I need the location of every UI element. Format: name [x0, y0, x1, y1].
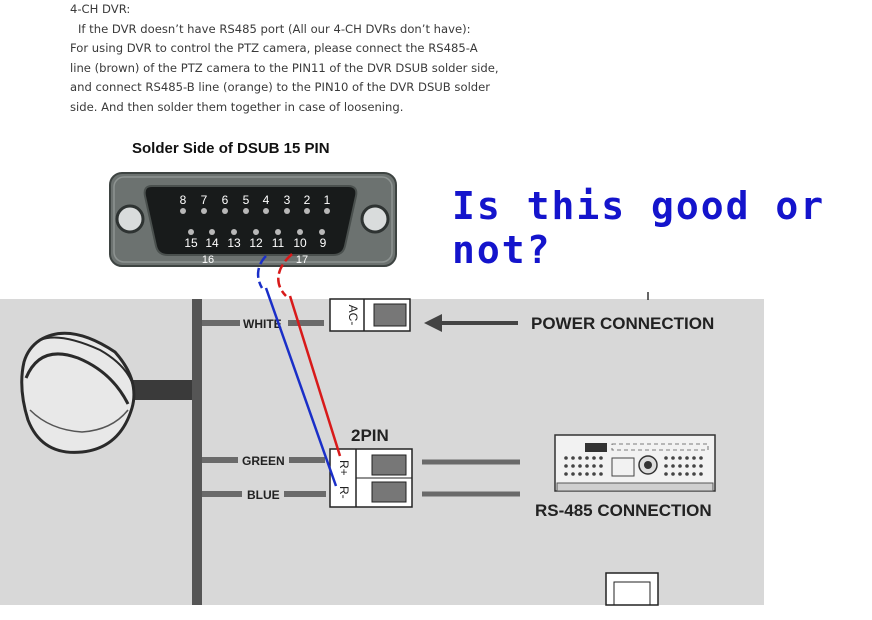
- outlet-box: [605, 572, 659, 606]
- dsub-connector: [109, 172, 397, 267]
- pin-16-label: 16: [202, 254, 214, 266]
- dsub-bottom-pin-labels: 15 14 13 12 11 10 9: [184, 236, 326, 250]
- pin-label: 8: [180, 193, 187, 207]
- pin-label: 5: [243, 193, 250, 207]
- pin-17-label: 17: [296, 254, 308, 266]
- pin: [253, 229, 259, 235]
- r-plus-label: R+: [337, 460, 351, 476]
- camera-mount-arm: [120, 380, 192, 400]
- dome-camera: [20, 331, 192, 454]
- pin-label: 1: [324, 193, 331, 207]
- pin: [304, 208, 310, 214]
- blue-wire-stub-right: [284, 491, 326, 497]
- pin: [275, 229, 281, 235]
- pin-label: 6: [222, 193, 229, 207]
- white-wire-label: WHITE: [243, 317, 282, 331]
- instruction-line-1: If the DVR doesn’t have RS485 port (All …: [78, 21, 471, 36]
- pin: [297, 229, 303, 235]
- pin-label: 12: [249, 236, 263, 250]
- green-wire-label: GREEN: [242, 454, 285, 468]
- dsub-title: Solder Side of DSUB 15 PIN: [132, 140, 330, 157]
- pin: [188, 229, 194, 235]
- power-terminal-block: AC-: [329, 298, 411, 332]
- pin: [201, 208, 207, 214]
- power-arrow: [424, 314, 518, 332]
- pin-label: 15: [184, 236, 198, 250]
- pin: [180, 208, 186, 214]
- dsub-top-pin-labels: 8 7 6 5 4 3 2 1: [180, 193, 331, 207]
- pin: [263, 208, 269, 214]
- red-wire-dashed: [277, 253, 293, 297]
- pin: [319, 229, 325, 235]
- blue-wire: [264, 287, 338, 487]
- r-minus-label: R-: [337, 486, 351, 499]
- instruction-text: 4-CH DVR: If the DVR doesn’t have RS485 …: [70, 0, 540, 118]
- pin-label: 9: [320, 236, 327, 250]
- pin-label: 11: [272, 236, 285, 250]
- white-wire-stub: [202, 320, 240, 326]
- pin: [222, 208, 228, 214]
- two-pin-terminal-block: R+ R-: [329, 448, 413, 508]
- pin: [209, 229, 215, 235]
- pin-label: 2: [304, 193, 311, 207]
- dsub-bottom-pins: [188, 229, 325, 235]
- pin-label: 10: [293, 236, 307, 250]
- pin-label: 4: [263, 193, 270, 207]
- instruction-line-4: and connect RS485-B line (orange) to the…: [70, 80, 491, 95]
- pin: [324, 208, 330, 214]
- rs485-connection-label: RS-485 CONNECTION: [535, 501, 712, 520]
- ptz-keyboard-controller: [554, 434, 716, 492]
- instruction-line-3: line (brown) of the PTZ camera to the PI…: [70, 60, 499, 75]
- pin-label: 14: [205, 236, 219, 250]
- dsub-top-pins: [180, 208, 330, 214]
- pin-label: 13: [227, 236, 241, 250]
- instruction-line-2: For using DVR to control the PTZ camera,…: [70, 41, 478, 56]
- green-wire-stub-right: [289, 457, 325, 463]
- ac-terminal-label: AC-: [346, 305, 360, 326]
- blue-wire-dashed: [256, 255, 267, 289]
- blue-wire-stub: [202, 491, 242, 497]
- instruction-line-5: side. And then solder them together in c…: [70, 99, 404, 114]
- two-pin-label: 2PIN: [351, 426, 389, 445]
- cable-trunk: [192, 299, 202, 605]
- pin: [231, 229, 237, 235]
- pin: [243, 208, 249, 214]
- pin-label: 7: [201, 193, 208, 207]
- question-line-1: Is this good or: [452, 184, 826, 228]
- power-connection-label: POWER CONNECTION: [531, 314, 715, 333]
- pin-label: 3: [284, 193, 291, 207]
- white-wire-stub-right: [288, 320, 324, 326]
- pin: [284, 208, 290, 214]
- green-wire-stub: [202, 457, 238, 463]
- question-line-2: not?: [452, 228, 552, 272]
- handwritten-question: Is this good or not?: [452, 184, 852, 272]
- red-wire: [288, 295, 342, 457]
- instruction-heading: 4-CH DVR:: [70, 2, 131, 16]
- blue-wire-label: BLUE: [247, 488, 280, 502]
